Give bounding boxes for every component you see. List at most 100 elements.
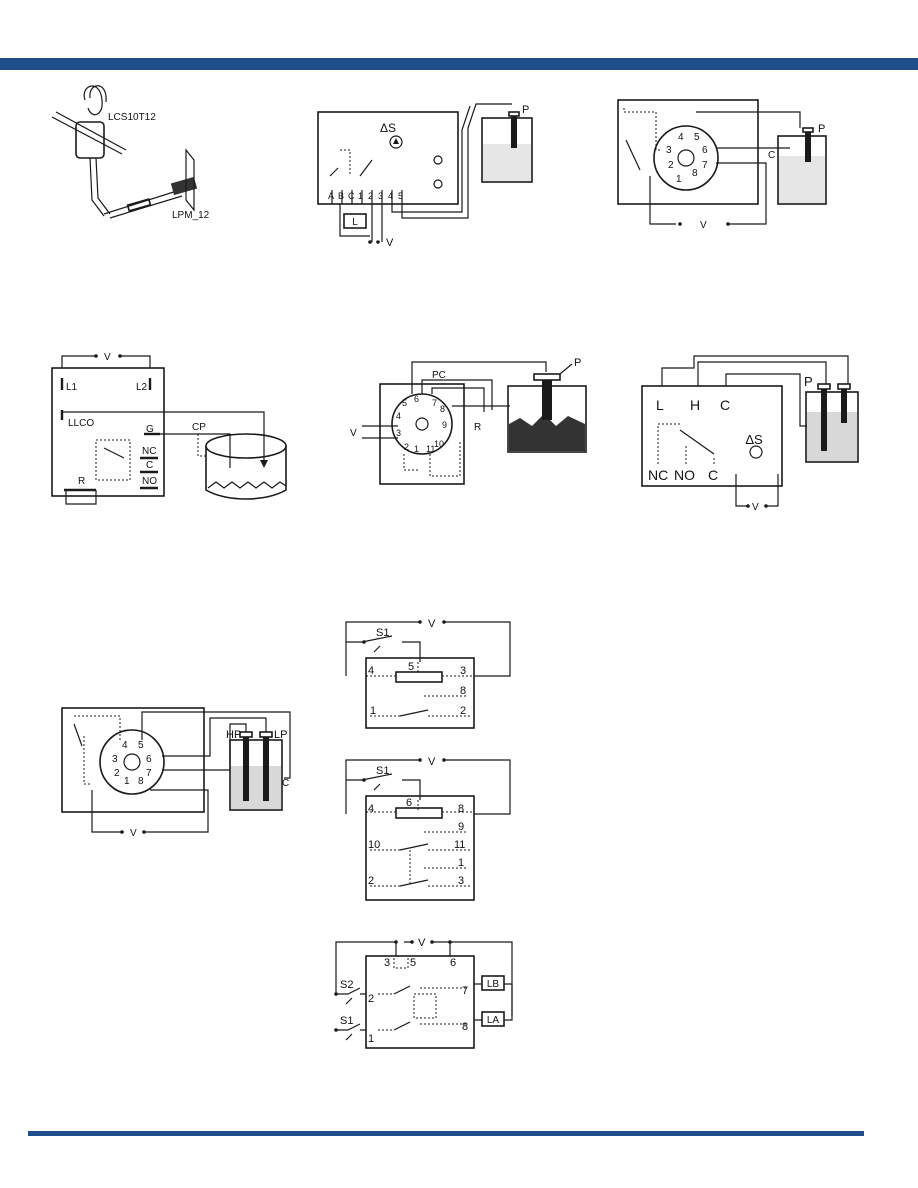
pin-8: 8	[692, 168, 698, 179]
tank	[481, 117, 533, 183]
diagram-octal-hp-lp: 1 2 3 4 5 6 7 8 V HP LP C	[61, 707, 291, 839]
d10-la: LA	[487, 1015, 500, 1026]
pin-5: 5	[402, 398, 407, 408]
term-a: A	[328, 191, 334, 201]
diagram-hlc-relay: L H C NC NO C ΔS V P	[641, 355, 859, 513]
term-1: 1	[358, 191, 363, 201]
lamp-lb	[481, 975, 505, 991]
d10-lb: LB	[487, 979, 500, 990]
pin-6: 6	[146, 754, 152, 765]
d9-t6: 6	[406, 797, 412, 809]
d4-l1: L1	[66, 382, 78, 393]
d5-volt: V	[350, 428, 357, 439]
d10-t1: 1	[368, 1033, 374, 1045]
pin-11: 11	[426, 444, 435, 454]
d5-pc: PC	[432, 370, 446, 381]
d10-volt: V	[418, 937, 426, 949]
load-box	[343, 213, 367, 229]
pin-7: 7	[432, 398, 437, 408]
d6-nc: NC	[648, 467, 668, 483]
pin-1: 1	[124, 776, 130, 787]
term-3: 3	[378, 191, 383, 201]
d8-t1: 1	[370, 705, 376, 717]
d10-s1: S1	[340, 1015, 353, 1027]
d7-hp: HP	[226, 729, 241, 741]
d6-c: C	[720, 397, 730, 413]
pin-5: 5	[138, 740, 144, 751]
pin-7: 7	[146, 768, 152, 779]
pin-7: 7	[702, 160, 708, 171]
d10-t2: 2	[368, 993, 374, 1005]
d9-t10: 10	[368, 839, 380, 851]
d8-volt: V	[428, 618, 436, 630]
pin-4: 4	[678, 132, 684, 143]
d4-no: NO	[142, 476, 157, 487]
diagram-llco-control: V L1 L2 LLCO G CP NC C NO R	[51, 352, 287, 505]
d8-t8: 8	[460, 685, 466, 697]
term-5: 5	[398, 191, 403, 201]
d4-nc: NC	[142, 446, 156, 457]
d4-r: R	[78, 476, 85, 487]
d3-probe: P	[818, 123, 825, 135]
pin-6: 6	[702, 145, 708, 156]
pin-1: 1	[414, 444, 419, 454]
term-2: 2	[368, 191, 373, 201]
pin-3: 3	[666, 145, 672, 156]
pin-2: 2	[668, 160, 674, 171]
pin-4: 4	[122, 740, 128, 751]
d4-llco: LLCO	[68, 418, 94, 429]
d9-t2: 2	[368, 875, 374, 887]
d8-t2: 2	[460, 705, 466, 717]
d6-no: NO	[674, 467, 695, 483]
term-4: 4	[388, 191, 393, 201]
d1-label-bottom: LPM_12	[172, 210, 210, 221]
adjust-knob-icon	[749, 445, 763, 459]
delta-s-symbol: ΔS	[380, 121, 396, 135]
pin-2: 2	[404, 442, 409, 452]
relay-housing	[317, 111, 459, 205]
d9-t11: 11	[454, 839, 465, 851]
pin-8: 8	[440, 404, 445, 414]
d4-cp: CP	[192, 422, 206, 433]
pin-5: 5	[694, 132, 700, 143]
d3-volt: V	[700, 220, 707, 231]
pin-8: 8	[138, 776, 144, 787]
d8-t5: 5	[408, 661, 414, 673]
d10-s2: S2	[340, 979, 353, 991]
volt-label: V	[386, 237, 394, 249]
pin-3: 3	[112, 754, 118, 765]
load-label: L	[352, 217, 358, 228]
d4-c: C	[146, 460, 153, 471]
pin-10: 10	[434, 439, 444, 449]
d4-volt: V	[104, 352, 111, 363]
d5-pin-labels: 1 2 3 4 5 6 7 8 9 10 11	[396, 394, 447, 454]
sensor-illustration: LCS10T12 LPM_12	[51, 85, 210, 221]
pin-2: 2	[114, 768, 120, 779]
d6-c2: C	[708, 467, 718, 483]
d10-t7: 7	[462, 985, 468, 997]
diagram-s1-latch-8pin: V S1 4 5 3 8 1 2	[345, 618, 511, 729]
d3-common: C	[768, 150, 775, 161]
diagram-s1-latch-11pin: V S1 4 6 8 9 10 11 1 2 3	[345, 756, 511, 901]
d10-t3: 3	[384, 957, 390, 969]
d5-r: R	[474, 422, 481, 433]
d8-s1: S1	[376, 627, 389, 639]
diagram-11pin-pc: 1 2 3 4 5 6 7 8 9 10 11 PC R V P	[350, 357, 587, 485]
d7-lp: LP	[274, 729, 287, 741]
term-c: C	[348, 191, 355, 201]
d8-t4: 4	[368, 665, 374, 677]
diagram-delta-s-relay: ΔS A B C 1 2 3 4 5 L V P	[317, 103, 533, 249]
term-b: B	[338, 191, 344, 201]
pin-6: 6	[414, 394, 419, 404]
d7-c: C	[282, 778, 289, 789]
pin-4: 4	[396, 411, 401, 421]
d9-t4: 4	[368, 803, 374, 815]
d4-l2: L2	[136, 382, 148, 393]
footer-rule	[28, 1131, 864, 1136]
adjust-knob-icon	[389, 135, 403, 149]
d7-pin-labels: 1 2 3 4 5 6 7 8	[112, 740, 152, 787]
d6-volt: V	[752, 502, 759, 513]
d4-g: G	[146, 424, 154, 435]
diagram-octal-socket-probe: 1 2 3 4 5 6 7 8 V P C	[617, 99, 827, 231]
d10-t6: 6	[450, 957, 456, 969]
